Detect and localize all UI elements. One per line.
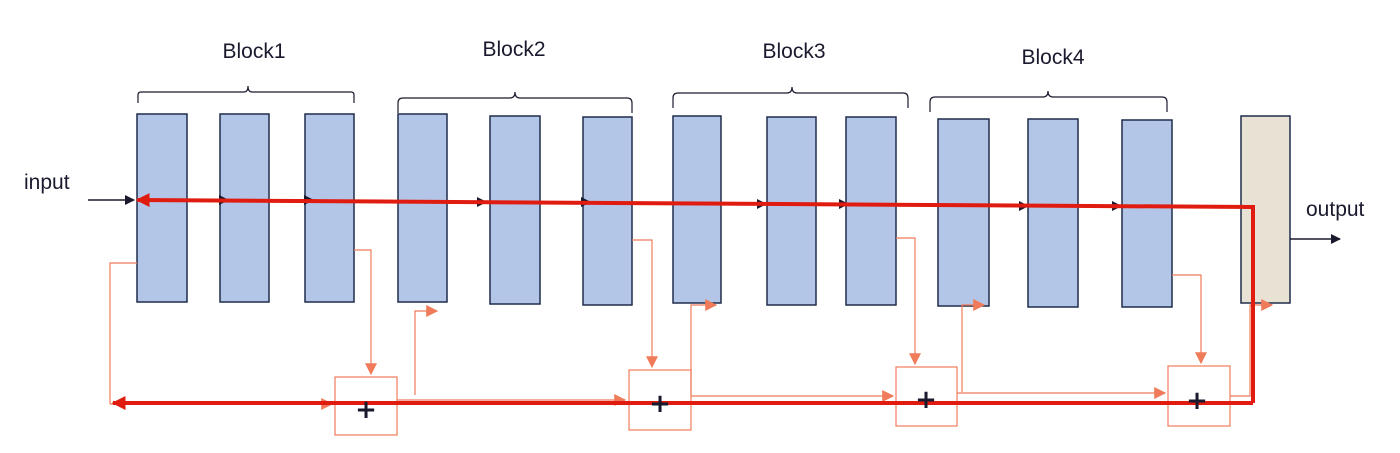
sum-node-2 [628, 369, 692, 431]
skip-connection-5 [690, 299, 718, 395]
input-label: input [24, 171, 70, 194]
output-layer [1240, 115, 1291, 304]
skip-connection-3 [414, 305, 439, 395]
sum-symbol-4: + [1186, 386, 1208, 416]
block-braces [137, 85, 1168, 113]
block1-layer-3 [304, 113, 355, 303]
skip-connection-2 [354, 249, 377, 376]
layers [136, 113, 1173, 308]
block2-layer-2 [489, 115, 541, 305]
sum-node-3 [895, 366, 958, 427]
skip-connections [109, 237, 1274, 410]
block3-layer-3 [845, 116, 897, 306]
block1-title: Block1 [222, 40, 285, 63]
block4-title: Block4 [1021, 46, 1084, 69]
skip-connection-8 [1172, 274, 1207, 365]
skip-connection-7 [961, 299, 986, 392]
sum-symbol-1: + [355, 395, 377, 425]
sum-symbol-2: + [649, 389, 671, 419]
block2-layer-3 [582, 116, 633, 306]
block4-layer-2 [1027, 118, 1079, 308]
block1-layer-1 [136, 113, 188, 303]
skip-connection-1 [109, 262, 137, 404]
block2-title: Block2 [482, 38, 545, 61]
sum-nodes [334, 365, 1231, 436]
block2-layer-1 [397, 113, 448, 303]
block3-layer-1 [672, 115, 722, 304]
block4-brace [929, 90, 1168, 112]
block4-layer-3 [1121, 119, 1173, 308]
block3-layer-2 [766, 116, 817, 306]
block4-layer-1 [937, 118, 990, 307]
block1-brace [137, 85, 355, 103]
sum-symbol-3: + [915, 385, 937, 415]
block3-title: Block3 [762, 40, 825, 63]
gradient-flow-path [111, 193, 1255, 410]
block2-brace [397, 91, 633, 113]
skip-connection-9 [1230, 299, 1274, 397]
skip-connection-4 [632, 239, 658, 369]
output-label: output [1306, 198, 1365, 221]
block3-brace [672, 86, 909, 108]
sum-node-1 [334, 376, 398, 436]
block1-layer-2 [219, 113, 270, 303]
skip-connection-6 [896, 237, 921, 366]
red-path-top [135, 193, 1254, 209]
